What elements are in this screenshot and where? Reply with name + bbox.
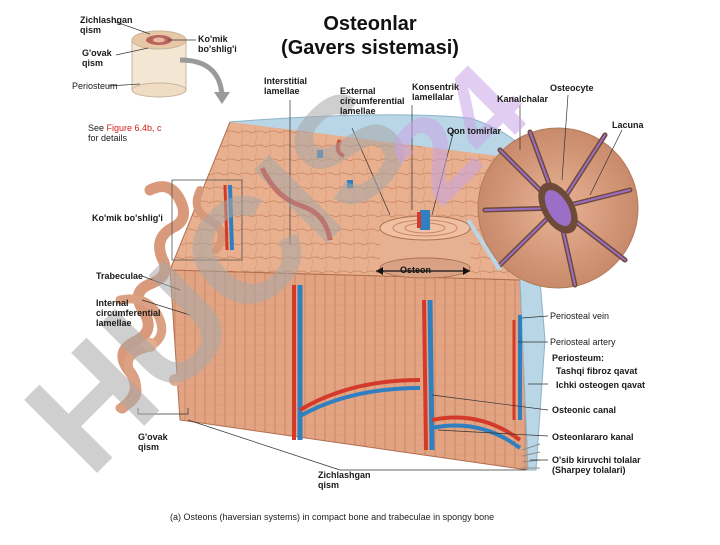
label-ichki: Ichki osteogen qavat [556,380,646,390]
osteocyte-magnified [477,127,639,289]
title-line2: (Gavers sistemasi) [281,37,459,59]
label-osteonlararo: Osteonlararo kanal [552,432,634,442]
top-vessels [259,139,353,241]
label-osteon: Osteon [400,265,432,275]
label-trabeculae: Trabeculae [96,271,144,281]
title-line1: Osteonlar [323,13,417,35]
label-inset-kesik: Ko'mik bo'shlig'i [198,34,237,54]
inset-bone-cylinder [131,30,187,98]
label-zich-bottom: Zichlashgan qism [318,470,371,490]
zoom-connector [466,218,502,272]
see-figure-prefix: See [88,123,107,133]
label-interstitial: Interstitial lamellae [264,76,308,96]
front-vessels [223,184,522,451]
osteon-cylinder [379,210,471,279]
label-sharpey: O'sib kiruvchi tolalar (Sharpey tolalari… [552,455,641,475]
see-figure-suffix: for details [88,133,128,143]
label-periosteal-artery: Periosteal artery [550,337,616,347]
label-osteocyte: Osteocyte [550,83,594,93]
label-tashqi: Tashqi fibroz qavat [556,366,638,376]
label-inset-periost: Periosteum [72,81,118,91]
detail-box [171,179,243,261]
leader-lines [137,94,623,471]
label-lacuna: Lacuna [612,120,644,130]
label-periosteal-vein: Periosteal vein [550,311,610,321]
inset-arrow [179,57,230,104]
label-osteonic-canal: Osteonic canal [552,405,617,415]
see-figure-note: See Figure 6.4b, c for details [88,123,162,143]
figure-caption: (a) Osteons (haversian systems) in compa… [170,512,495,522]
label-external: External circumferential lamellae [340,86,405,116]
page-title: Osteonlar (Gavers sistemasi) [250,12,490,60]
label-govak-bottom: G'ovak qism [138,432,168,452]
osteon-arrow [376,267,470,275]
label-komik-left: Ko'mik bo'shlig'i [92,213,163,223]
label-internal-lamellae: Internal circumferential lamellae [96,298,161,328]
see-figure-link[interactable]: Figure 6.4b, c [106,123,162,133]
trabeculae [115,181,226,414]
label-inset-zich: Zichlashgan qism [80,15,133,35]
label-konsentrik: Konsentrik lamellalar [412,82,460,102]
label-periosteum: Periosteum: [552,353,605,363]
label-kanalchalar: Kanalchalar [497,94,549,104]
label-qon-tomirlar: Qon tomirlar [447,126,502,136]
label-inset-gavak: G'ovak qism [82,48,112,68]
